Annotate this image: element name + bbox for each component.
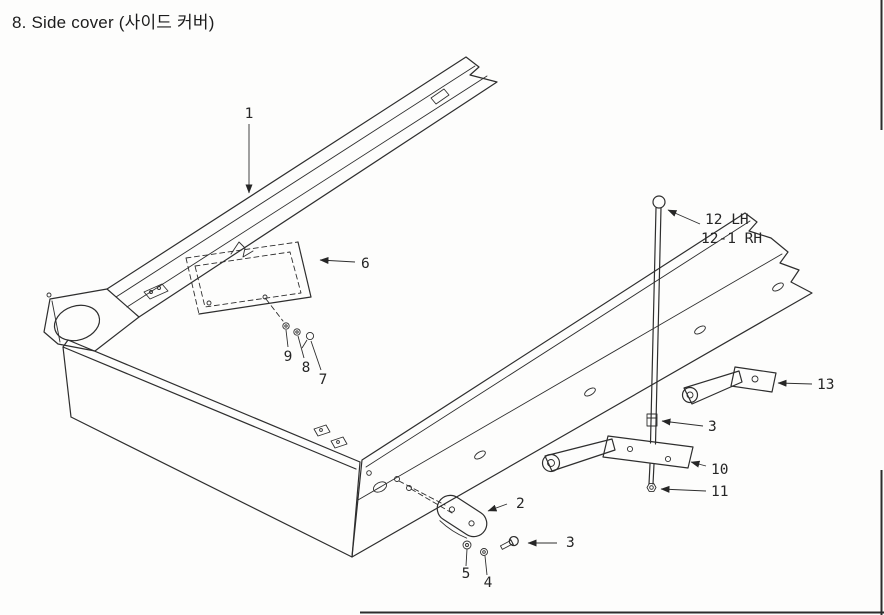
callout-label-12-1: 12-1 RH [701, 231, 762, 247]
callout-arrow-13 [777, 379, 813, 387]
callout-label-3-lower: 3 [566, 535, 575, 551]
callout-label-10: 10 [711, 462, 728, 478]
callout-arrow-2 [487, 503, 508, 512]
callout-arrow-3-upper [661, 418, 704, 427]
callout-label-3-upper: 3 [708, 419, 717, 435]
front-left-rail [62, 339, 361, 558]
nut-part-11 [646, 483, 657, 492]
callout-arrow-12 [667, 209, 701, 225]
bolt-part-3-upper [646, 413, 658, 427]
right-side-wall [351, 212, 813, 558]
washer-part-5 [462, 540, 472, 550]
fastener-stack-789 [282, 322, 322, 371]
washer-part-4 [480, 548, 488, 556]
callout-arrow-10 [690, 460, 707, 468]
left-corner-block [43, 288, 140, 352]
cover-plate-opening [373, 481, 387, 493]
callout-arrow-11 [660, 485, 707, 493]
callout-label-5: 5 [462, 566, 471, 582]
callout-label-6: 6 [361, 256, 370, 272]
inner-panel-part-6 [185, 241, 312, 322]
bracket-part-10 [541, 435, 694, 473]
callout-label-4: 4 [484, 575, 493, 591]
screw-part-7 [305, 331, 315, 341]
bracket-part-13 [681, 366, 777, 405]
callout-label-12: 12 LH [705, 212, 749, 228]
callout-label-2: 2 [516, 496, 525, 512]
screw-part-3-lower [500, 535, 519, 550]
callout-label-13: 13 [817, 377, 834, 393]
page-title: 8. Side cover (사이드 커버) [12, 13, 215, 32]
callout-label-9: 9 [284, 349, 293, 365]
rod-part-12 [646, 195, 666, 492]
vent-grille [53, 304, 101, 342]
cover-plate-part-2 [436, 494, 519, 576]
callout-label-11: 11 [711, 484, 728, 500]
callout-label-1: 1 [245, 106, 254, 122]
rod-eyelet [652, 195, 666, 209]
top-rail-part-1 [106, 56, 498, 318]
callouts: 1 6 9 8 7 12 LH 12-1 RH 13 3 10 11 2 3 5… [245, 106, 835, 591]
callout-label-7: 7 [319, 372, 328, 388]
callout-arrow-6 [319, 256, 356, 264]
callout-label-8: 8 [302, 360, 311, 376]
scan-edge-lines [360, 0, 884, 615]
